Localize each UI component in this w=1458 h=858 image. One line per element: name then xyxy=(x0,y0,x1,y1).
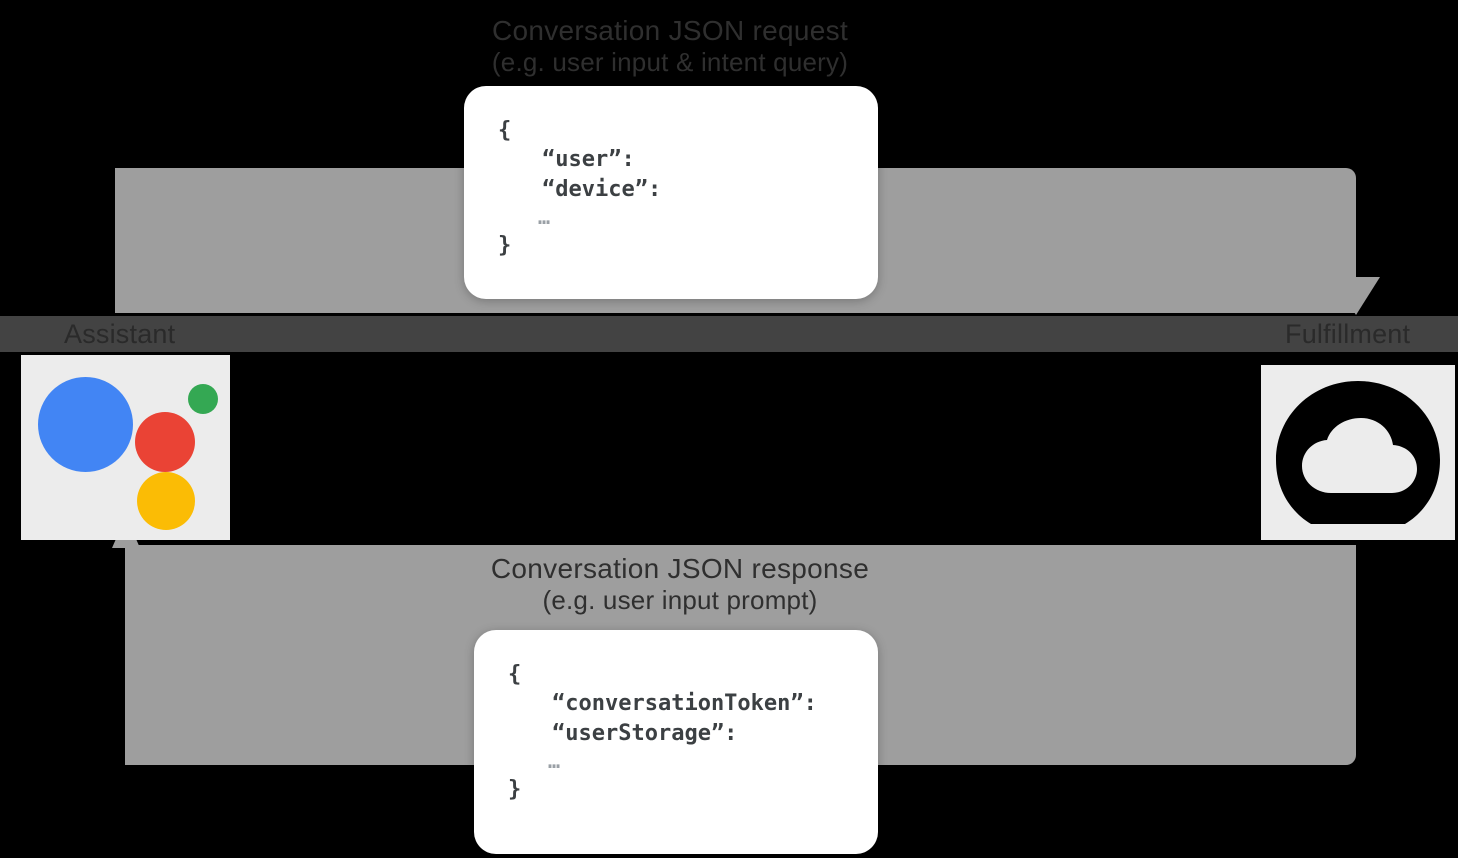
json-response-ellipsis: … xyxy=(548,749,561,774)
google-assistant-yellow-dot-icon xyxy=(137,472,195,530)
cloud-icon xyxy=(1276,380,1440,524)
google-assistant-red-dot-icon xyxy=(135,412,195,472)
json-request-key-device: “device”: xyxy=(542,176,662,202)
json-request-close-brace: } xyxy=(498,233,512,259)
json-request-key-user: “user”: xyxy=(542,147,635,173)
google-assistant-blue-dot-icon xyxy=(38,377,133,472)
response-caption-line2: (e.g. user input prompt) xyxy=(542,585,818,616)
json-request-card: { “user”: “device”: … } xyxy=(464,86,878,299)
google-assistant-green-dot-icon xyxy=(188,384,218,414)
json-response-open-brace: { xyxy=(508,662,522,687)
fulfillment-label: Fulfillment xyxy=(1285,319,1411,349)
json-response-key-conversation-token: “conversationToken”: xyxy=(552,691,817,717)
response-caption-line1: Conversation JSON response xyxy=(490,553,870,584)
json-request-ellipsis: … xyxy=(538,205,551,230)
request-caption: Conversation JSON request (e.g. user inp… xyxy=(0,14,1340,78)
assistant-label: Assistant xyxy=(64,319,176,349)
request-caption-line2: (e.g. user input & intent query) xyxy=(491,47,849,78)
json-response-card: { “conversationToken”: “userStorage”: … … xyxy=(474,630,878,854)
json-request-open-brace: { xyxy=(498,118,512,143)
assistant-icon-tile xyxy=(21,355,230,540)
fulfillment-icon-tile xyxy=(1261,365,1455,540)
json-response-close-brace: } xyxy=(508,777,522,803)
json-response-key-user-storage: “userStorage”: xyxy=(552,720,738,746)
response-caption: Conversation JSON response (e.g. user in… xyxy=(0,552,1360,616)
request-caption-line1: Conversation JSON request xyxy=(491,15,849,46)
request-flow-arrow-head xyxy=(1332,277,1380,315)
endpoint-band xyxy=(0,316,1458,352)
